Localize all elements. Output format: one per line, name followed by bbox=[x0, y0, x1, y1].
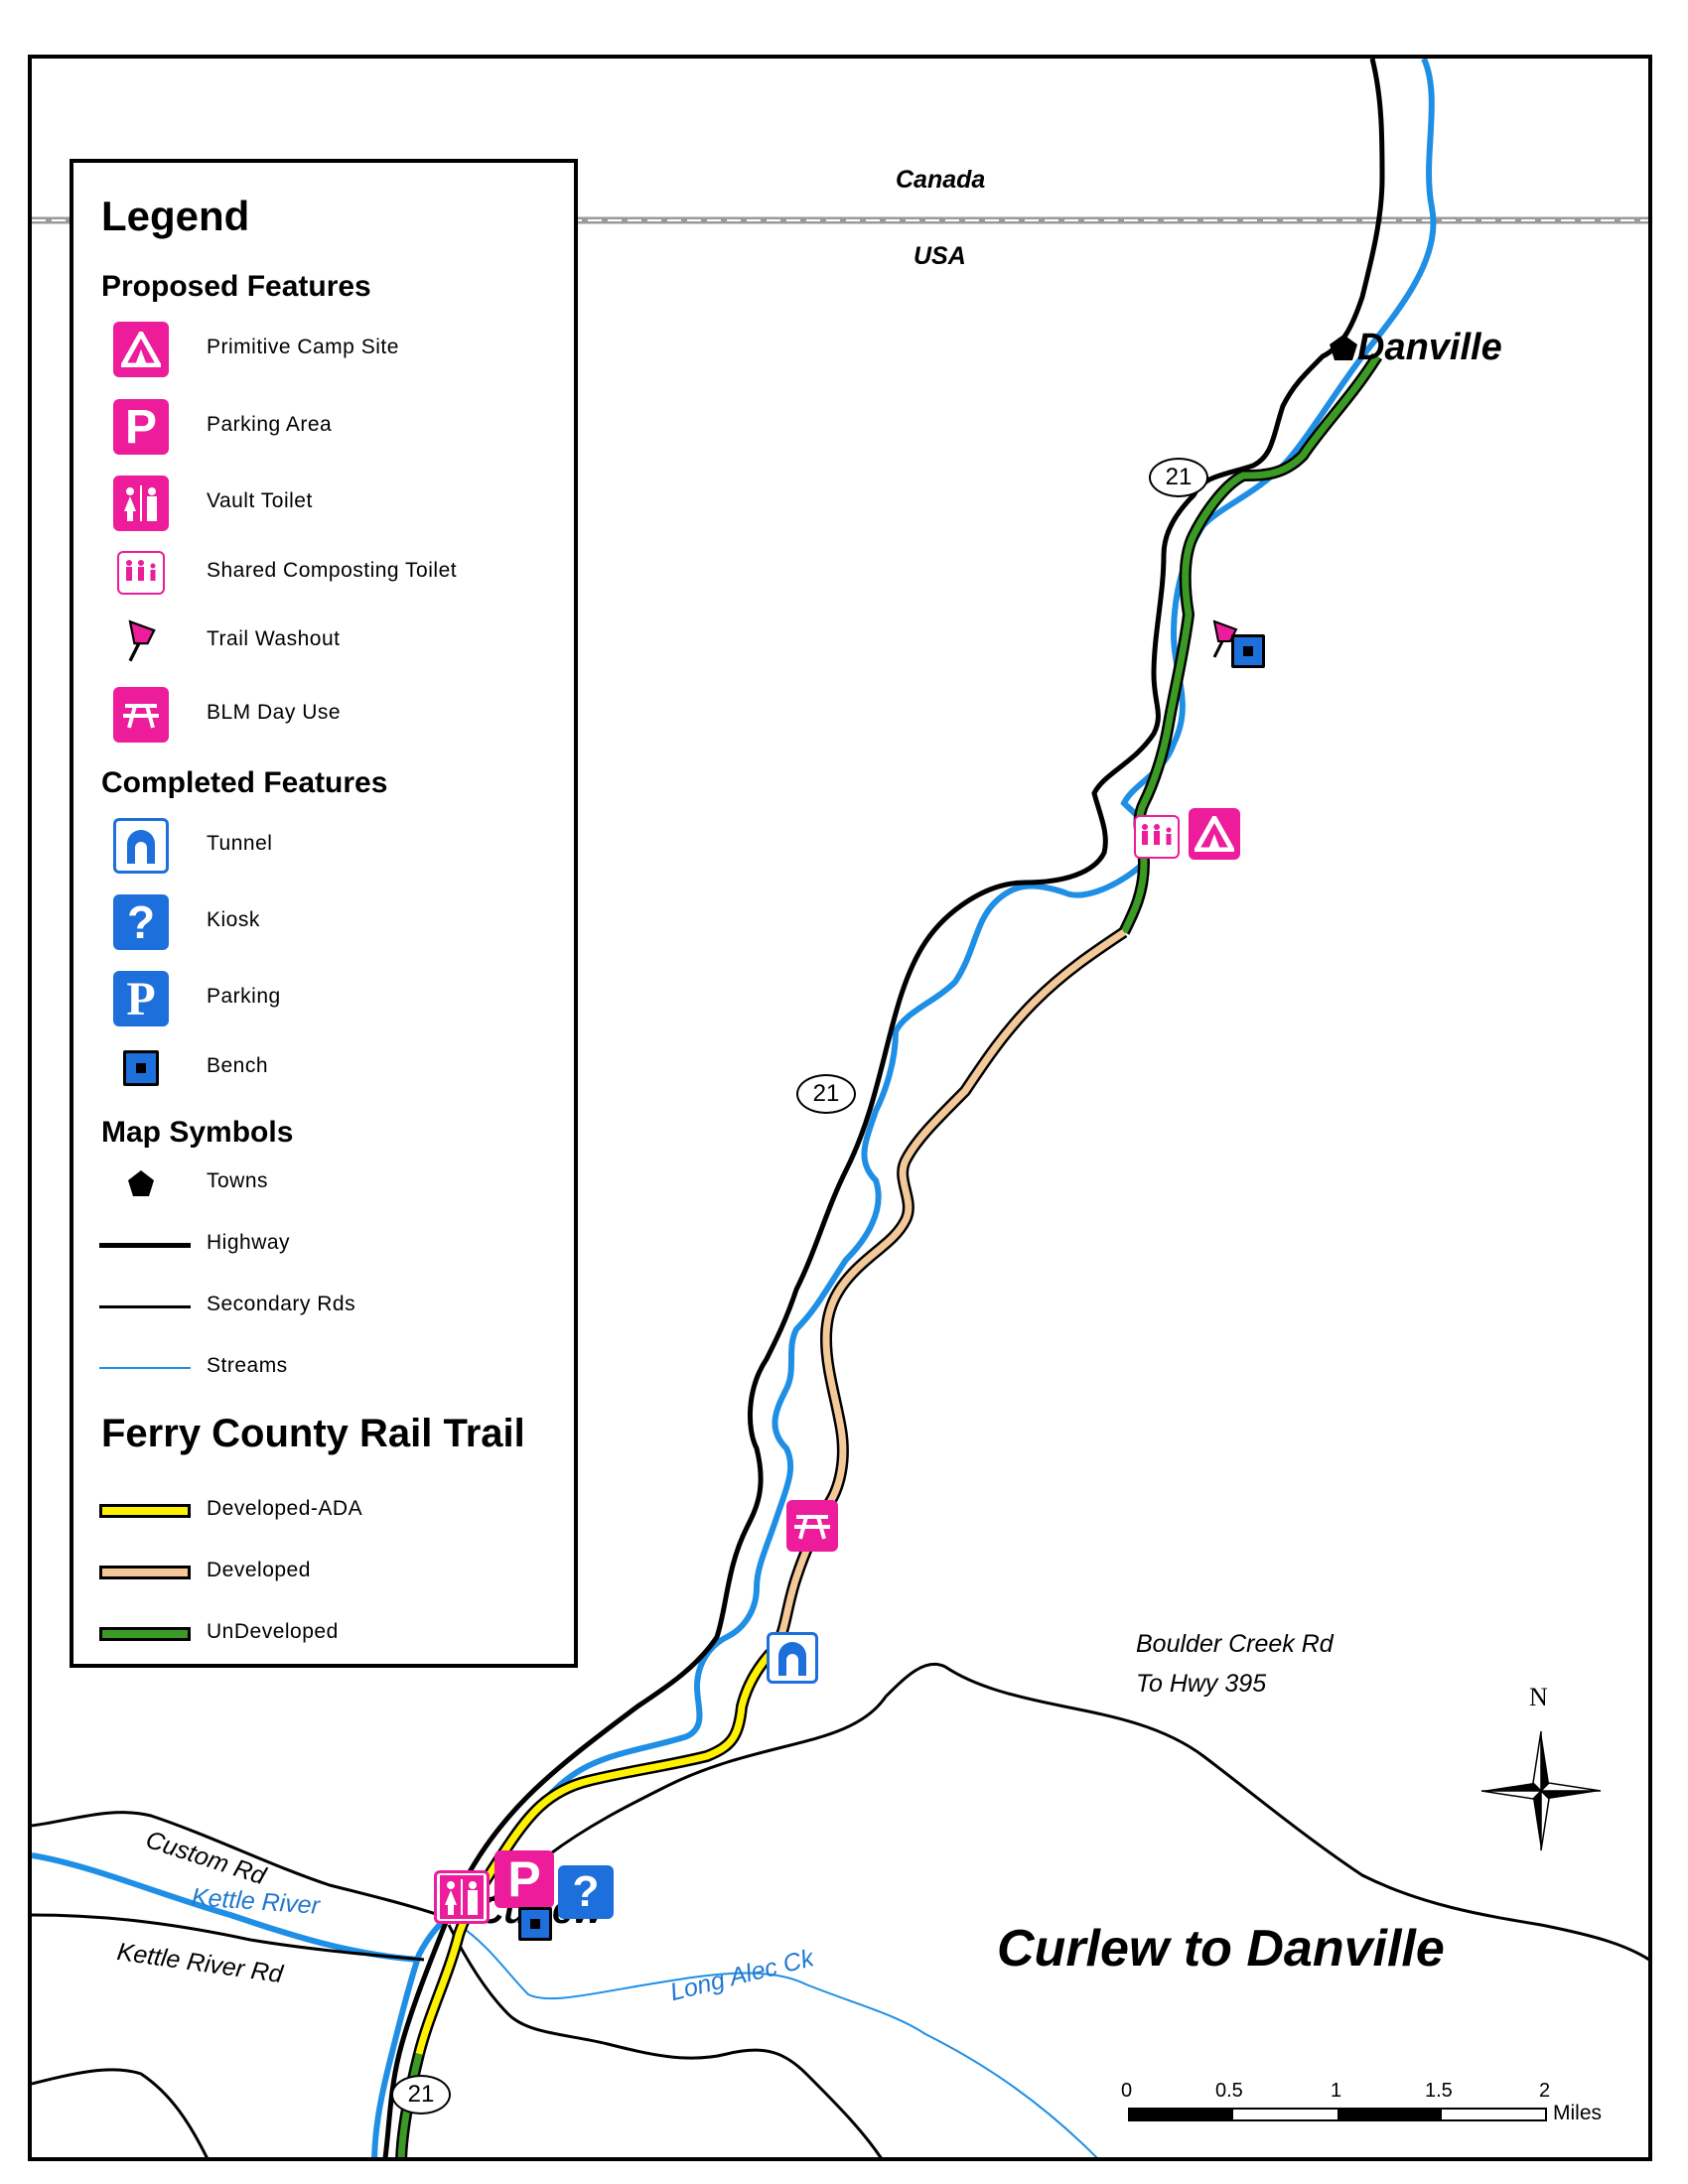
parking-icon: P bbox=[113, 399, 169, 455]
highway-21 bbox=[382, 59, 1385, 2157]
washout-pin-icon bbox=[128, 619, 156, 662]
legend-label: Developed-ADA bbox=[207, 1497, 363, 1520]
legend-item-developed-ada: Developed-ADA bbox=[73, 1483, 570, 1539]
legend-title: Legend bbox=[101, 193, 250, 239]
ada-trail-line-symbol bbox=[99, 1504, 191, 1518]
legend-label: Tunnel bbox=[207, 832, 273, 855]
legend-label: Highway bbox=[207, 1231, 291, 1254]
boulder-creek-rd bbox=[468, 1662, 1648, 1962]
tent-icon bbox=[113, 322, 169, 377]
parking-icon[interactable]: P bbox=[494, 1850, 554, 1908]
legend-item-secondary-rds: Secondary Rds bbox=[73, 1279, 570, 1334]
bench-icon[interactable] bbox=[518, 1907, 552, 1941]
legend-heading-symbols: Map Symbols bbox=[101, 1116, 294, 1149]
legend-heading-completed: Completed Features bbox=[101, 766, 388, 799]
legend-item-vault-toilet: Vault Toilet bbox=[73, 476, 570, 531]
country-label-usa: USA bbox=[914, 242, 966, 270]
highway-shield: 21 bbox=[391, 2075, 451, 2115]
town-pentagon-icon bbox=[1330, 335, 1357, 360]
vault-toilet-icon bbox=[113, 476, 169, 531]
vault-toilet-icon[interactable] bbox=[434, 1870, 490, 1924]
legend-item-highway: Highway bbox=[73, 1217, 570, 1273]
tunnel-icon bbox=[113, 818, 169, 874]
legend-label: Secondary Rds bbox=[207, 1293, 356, 1315]
legend-item-undeveloped: UnDeveloped bbox=[73, 1606, 570, 1662]
parking-icon: P bbox=[113, 971, 169, 1026]
kiosk-icon: ? bbox=[113, 894, 169, 950]
legend-label: Towns bbox=[207, 1169, 269, 1192]
legend-label: Developed bbox=[207, 1559, 311, 1581]
legend-item-bench: Bench bbox=[73, 1040, 570, 1096]
secondary-road-line-symbol bbox=[99, 1304, 191, 1308]
composting-toilet-icon[interactable] bbox=[1134, 815, 1180, 859]
compass-rose-icon bbox=[1480, 1730, 1602, 1851]
scale-bar bbox=[1128, 2108, 1547, 2121]
washout-pin-icon[interactable] bbox=[1208, 619, 1240, 659]
tunnel-icon[interactable] bbox=[767, 1632, 818, 1684]
legend-heading-trail: Ferry County Rail Trail bbox=[101, 1412, 525, 1455]
scale-tick: 1 bbox=[1331, 2080, 1342, 2102]
bench-icon[interactable] bbox=[1231, 634, 1265, 668]
highway-line-symbol bbox=[99, 1242, 191, 1248]
legend-label: Parking bbox=[207, 985, 281, 1008]
highway-shield: 21 bbox=[796, 1074, 856, 1114]
legend-label: Primitive Camp Site bbox=[207, 336, 399, 358]
secondary-rd-southwest bbox=[32, 2068, 209, 2157]
composting-toilet-icon bbox=[117, 551, 165, 595]
tent-icon[interactable] bbox=[1189, 808, 1240, 860]
legend-label: Kiosk bbox=[207, 908, 260, 931]
legend-item-parking: P Parking bbox=[73, 971, 570, 1026]
legend-label: Bench bbox=[207, 1054, 269, 1077]
road-label-boulder-creek: Boulder Creek Rd bbox=[1136, 1630, 1334, 1658]
legend-item-kiosk: ? Kiosk bbox=[73, 894, 570, 950]
scale-unit: Miles bbox=[1553, 2102, 1603, 2124]
scale-tick: 2 bbox=[1539, 2080, 1551, 2102]
legend-item-streams: Streams bbox=[73, 1340, 570, 1396]
road-label-boulder-creek-to-hwy: To Hwy 395 bbox=[1136, 1670, 1267, 1698]
legend-item-towns: Towns bbox=[73, 1156, 570, 1211]
country-label-canada: Canada bbox=[896, 166, 986, 194]
legend-label: Shared Composting Toilet bbox=[207, 559, 458, 582]
secondary-rd-south bbox=[447, 1924, 883, 2157]
legend-heading-proposed: Proposed Features bbox=[101, 270, 371, 303]
picnic-table-icon[interactable] bbox=[786, 1500, 838, 1552]
legend-label: Trail Washout bbox=[207, 627, 341, 650]
stream-line-symbol bbox=[99, 1367, 191, 1369]
legend-item-developed: Developed bbox=[73, 1545, 570, 1600]
legend-label: UnDeveloped bbox=[207, 1620, 339, 1643]
bench-icon bbox=[123, 1050, 159, 1086]
undeveloped-trail-line-symbol bbox=[99, 1627, 191, 1641]
town-label-danville: Danville bbox=[1357, 327, 1502, 368]
legend-item-trail-washout: Trail Washout bbox=[73, 614, 570, 669]
legend-label: Streams bbox=[207, 1354, 288, 1377]
kiosk-icon[interactable]: ? bbox=[558, 1865, 614, 1919]
picnic-table-icon bbox=[113, 687, 169, 743]
highway-shield: 21 bbox=[1149, 458, 1208, 497]
scale-tick: 0 bbox=[1121, 2080, 1133, 2102]
town-pentagon-icon bbox=[128, 1170, 154, 1196]
legend-item-blm-day-use: BLM Day Use bbox=[73, 687, 570, 743]
scale-tick: 0.5 bbox=[1215, 2080, 1243, 2102]
legend-item-parking-area: P Parking Area bbox=[73, 399, 570, 455]
legend-label: BLM Day Use bbox=[207, 701, 342, 724]
kettle-river-west bbox=[32, 1852, 420, 1963]
legend-label: Parking Area bbox=[207, 413, 333, 436]
custom-rd bbox=[32, 1811, 440, 1917]
legend-panel: Legend Proposed Features Primitive Camp … bbox=[70, 159, 578, 1668]
kettle-river-rd bbox=[32, 1913, 425, 1962]
scale-tick: 1.5 bbox=[1425, 2080, 1453, 2102]
legend-item-tunnel: Tunnel bbox=[73, 818, 570, 874]
developed-trail-line-symbol bbox=[99, 1566, 191, 1579]
north-label: N bbox=[1529, 1683, 1548, 1711]
map-title: Curlew to Danville bbox=[997, 1920, 1445, 1978]
legend-item-composting-toilet: Shared Composting Toilet bbox=[73, 545, 570, 601]
long-alec-creek bbox=[458, 1924, 1098, 2157]
legend-label: Vault Toilet bbox=[207, 489, 313, 512]
legend-item-camp-site: Primitive Camp Site bbox=[73, 322, 570, 377]
